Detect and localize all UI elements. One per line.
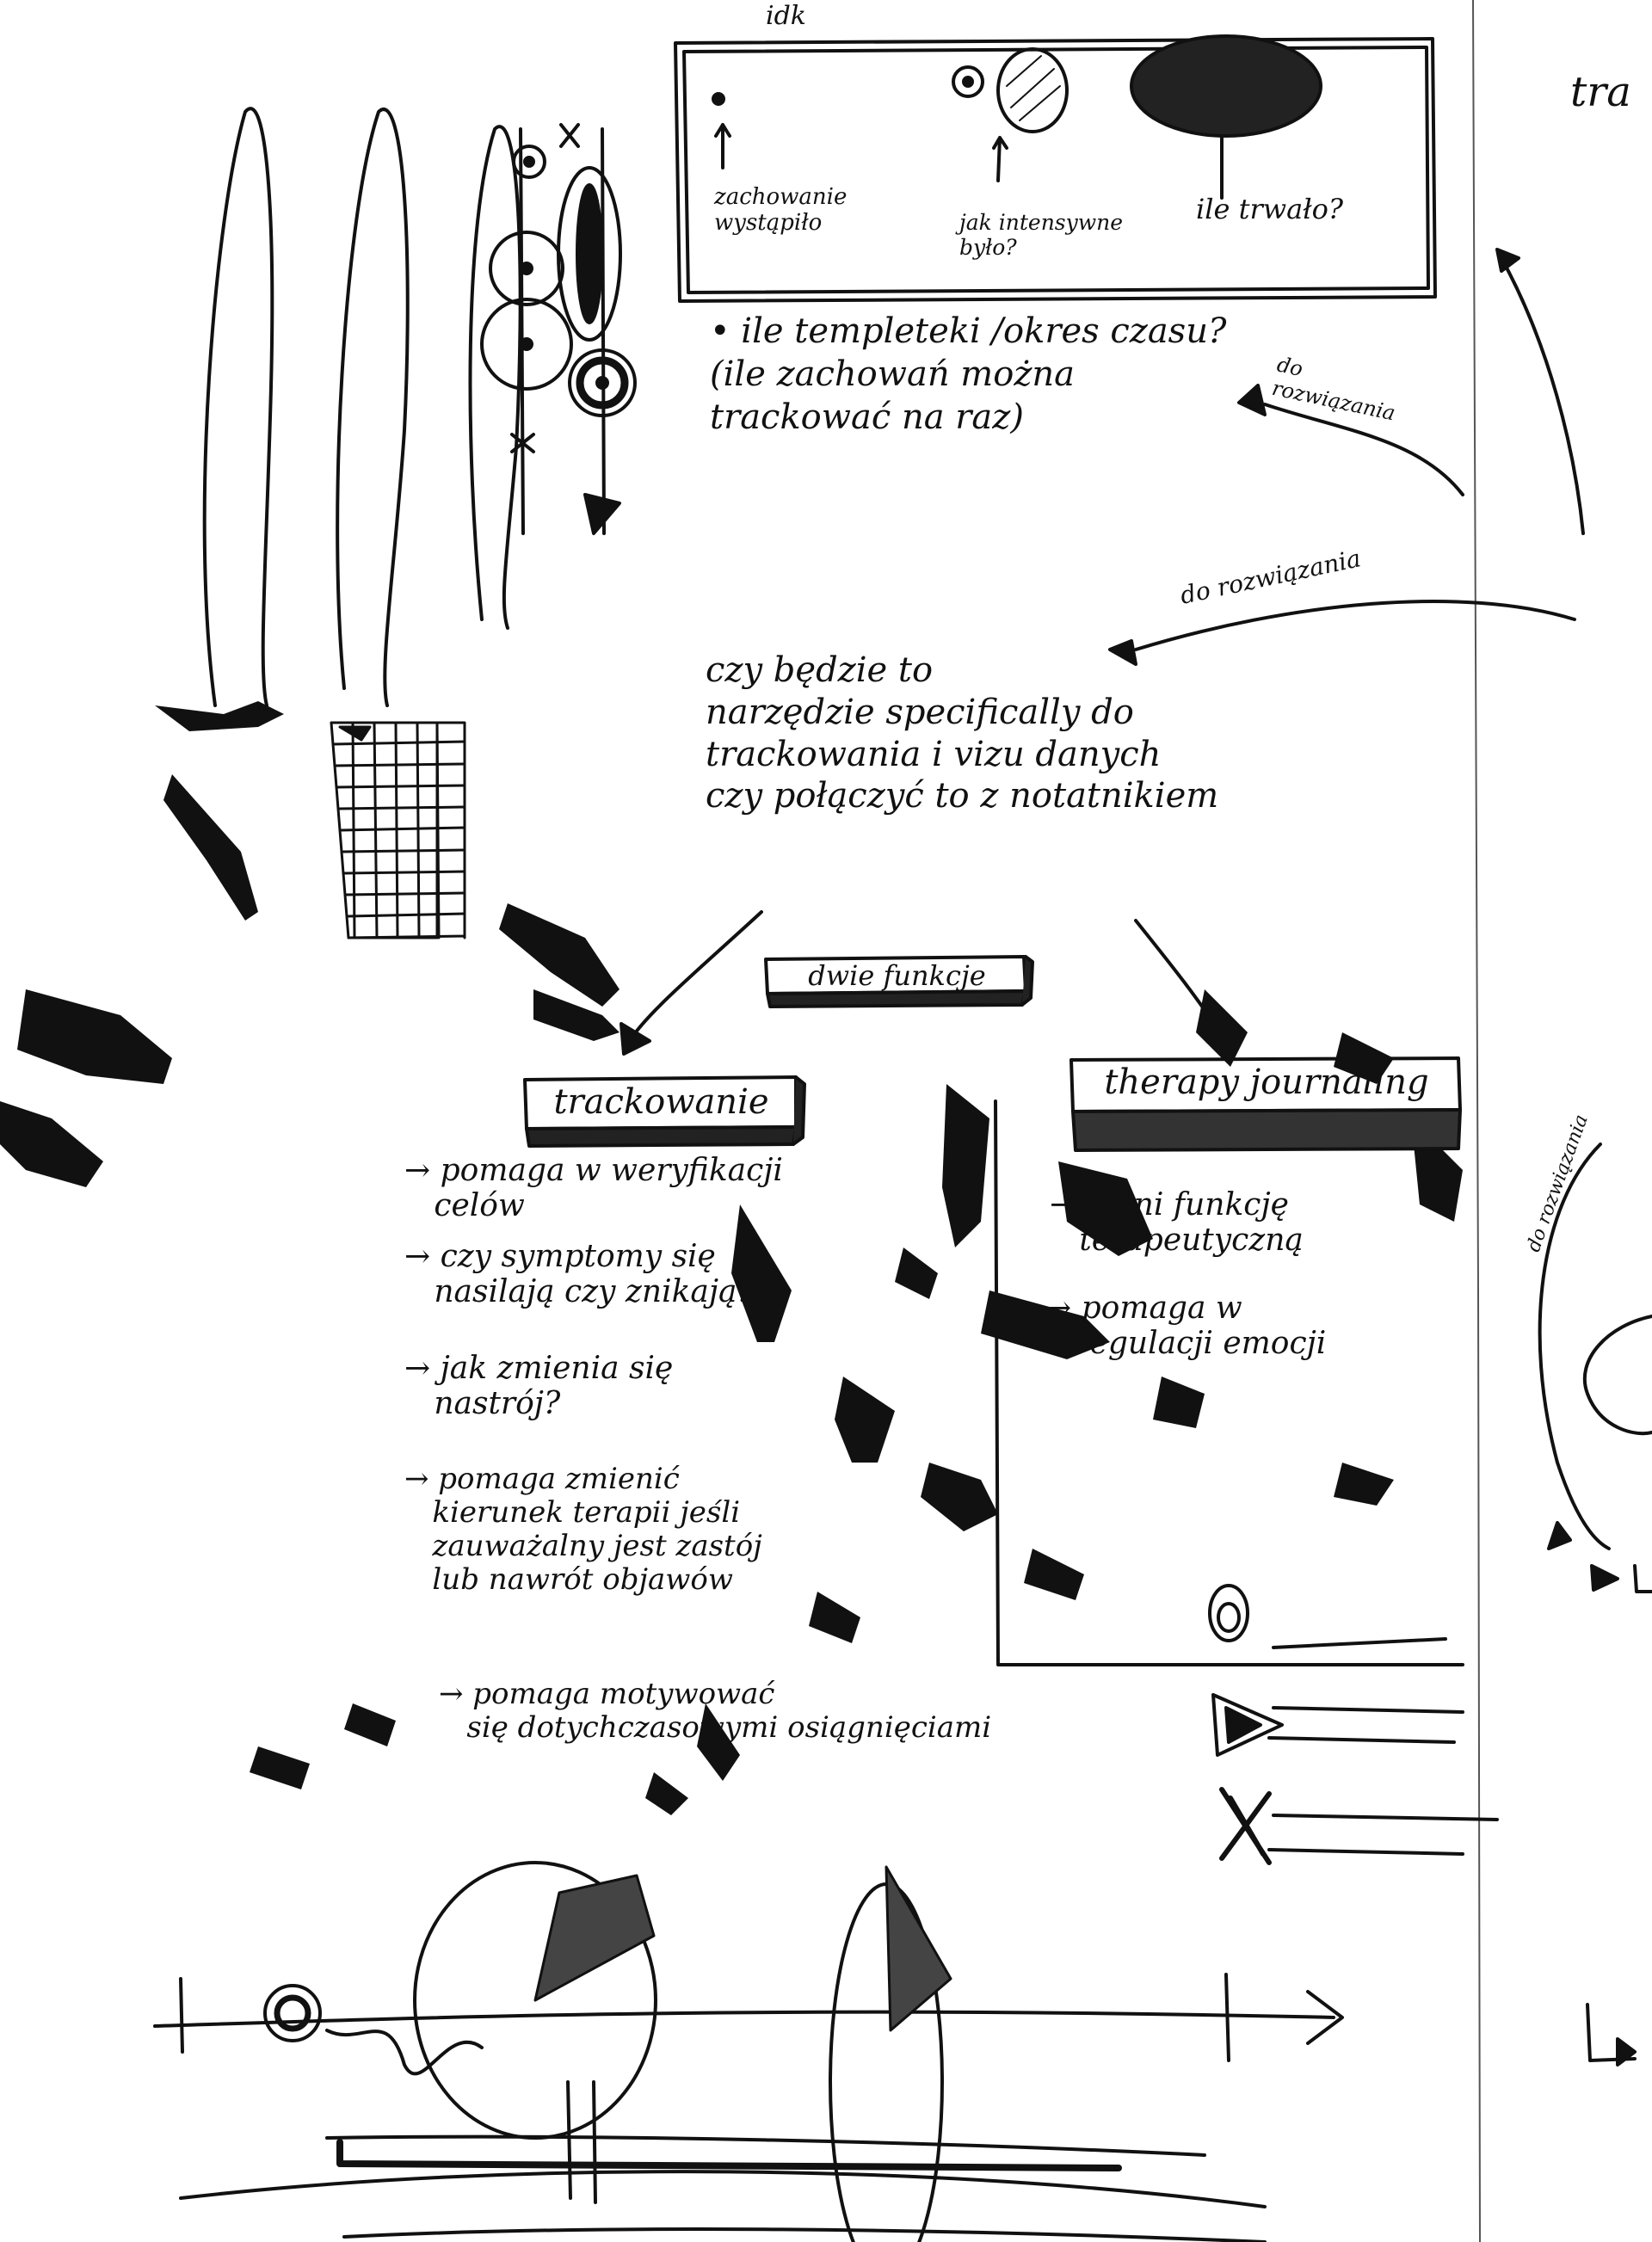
- edge-text: tra: [1570, 68, 1631, 116]
- triangle-icon: [1211, 1693, 1464, 1757]
- tracking-item-5: → pomaga motywować się dotychczasowymi o…: [439, 1677, 992, 1746]
- intensity-panel-frame: [674, 34, 1437, 303]
- label-intensity: jak intensywne było?: [959, 210, 1124, 260]
- panel-title: idk: [766, 1, 806, 31]
- vertical-timeline: [480, 123, 637, 535]
- todo-arrows: [1108, 248, 1585, 666]
- circle-icon: [1208, 1584, 1447, 1649]
- question-templates: • ile templeteki /okres czasu? (ile zach…: [710, 311, 1227, 437]
- label-boxes: [523, 955, 1462, 1152]
- label-behavior-occurred: zachowanie wystąpiło: [714, 184, 848, 236]
- tracking-item-2: → czy symptomy się nasilają czy znikają?: [404, 1239, 754, 1310]
- branch-arrows: [620, 910, 1232, 1056]
- functions-box-label: dwie funkcje: [808, 959, 986, 992]
- central-question: czy będzie to narzędzie specifically do …: [706, 650, 1219, 816]
- tracking-item-1: → pomaga w weryfikacji celów: [404, 1153, 783, 1224]
- right-edge-doodles: [1538, 1143, 1652, 2066]
- tracking-title: trackowanie: [553, 1082, 769, 1122]
- tracking-item-3: → jak zmienia się nastrój?: [404, 1351, 674, 1422]
- bottom-timeline: [153, 1861, 1344, 2242]
- grid-doodle: [330, 721, 466, 939]
- legend: [1208, 1584, 1499, 1865]
- page-fold-line: [1472, 0, 1481, 2242]
- x-icon: [1219, 1787, 1499, 1865]
- journaling-item-2: → pomaga w regulacji emocji: [1045, 1290, 1327, 1362]
- label-duration: ile trwało?: [1196, 193, 1343, 225]
- journaling-title: therapy journaling: [1104, 1062, 1429, 1102]
- loop-scribbles: [202, 107, 522, 707]
- section-divider: [994, 1099, 1464, 1666]
- journaling-item-1: → pełni funkcję terapeutyczną: [1050, 1187, 1304, 1259]
- tracking-item-4: → pomaga zmienić kierunek terapii jeśli …: [404, 1462, 762, 1598]
